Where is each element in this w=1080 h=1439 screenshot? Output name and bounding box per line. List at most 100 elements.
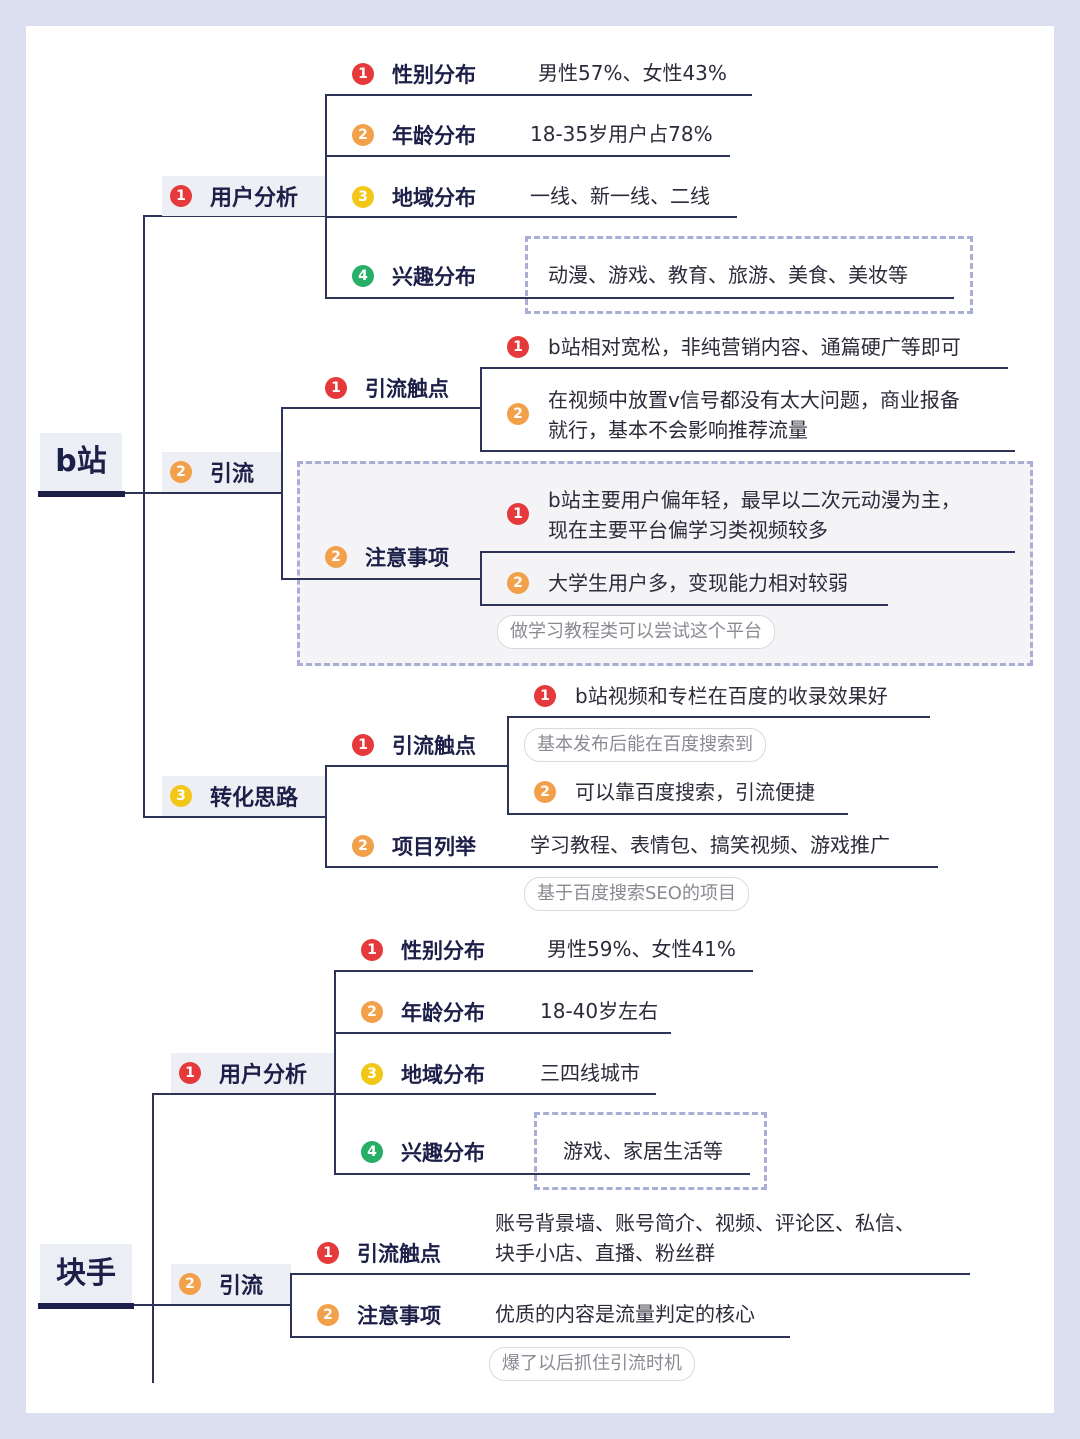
leaf-traffic-touch-1: 1 [507,332,547,362]
node-traffic-touch: 1 引流触点 [325,372,449,404]
leaf-label: 年龄分布 [401,1001,485,1025]
leaf-notes-2: 2 [507,568,547,598]
number-badge: 2 [352,124,374,146]
connector [281,407,283,579]
node-label: 注意事项 [357,1304,441,1328]
branch-convert: 3 转化思路 [162,776,326,816]
number-badge: 2 [317,1304,339,1326]
number-badge: 2 [352,835,374,857]
branch-label: 引流 [219,1274,264,1299]
number-badge: 1 [507,503,529,525]
leaf-label: 性别分布 [392,63,476,87]
leaf-value: 男性59%、女性41% [547,937,736,961]
connector [480,604,888,606]
root-node-kuaishou: 块手 [40,1244,132,1304]
connector [143,816,327,818]
leaf-label: 兴趣分布 [401,1141,485,1165]
leaf-label: 兴趣分布 [392,265,476,289]
leaf-value: 可以靠百度搜索，引流便捷 [575,780,815,804]
number-badge: 1 [352,734,374,756]
number-badge: 3 [170,785,192,807]
mindmap-card [26,26,1054,1413]
leaf-value: b站相对宽松，非纯营销内容、通篇硬广等即可 [548,335,961,359]
connector [480,367,1008,369]
connector [125,492,145,494]
connector [507,813,848,815]
number-badge: 1 [179,1062,201,1084]
highlight-box [525,236,973,314]
leaf-value: 一线、新一线、二线 [530,184,710,208]
connector [334,970,753,972]
number-badge: 1 [170,185,192,207]
connector [507,716,930,718]
leaf-value: b站视频和专栏在百度的收录效果好 [575,684,888,708]
connector [134,1304,154,1306]
number-badge: 3 [361,1063,383,1085]
leaf-label: 年龄分布 [392,124,476,148]
highlight-box [534,1112,767,1190]
leaf-age: 2 年龄分布 [352,119,476,151]
connector [325,216,737,218]
leaf-value: 大学生用户多，变现能力相对较弱 [548,571,848,595]
connector [325,765,509,767]
connector [325,94,752,96]
connector [152,1304,292,1306]
number-badge: 1 [534,685,556,707]
number-badge: 1 [317,1242,339,1264]
node-label: 引流触点 [357,1242,441,1266]
connector [290,1336,790,1338]
leaf-region: 3 地域分布 [352,181,476,213]
connector [143,492,283,494]
branch-traffic: 2 引流 [171,1264,291,1304]
number-badge: 2 [534,781,556,803]
connector [290,1273,970,1275]
leaf-convert-touch-1: 1 [534,681,574,711]
number-badge: 2 [507,572,529,594]
leaf-value: 账号背景墙、账号简介、视频、评论区、私信、 [495,1211,915,1235]
branch-label: 用户分析 [210,186,299,211]
node-traffic-touch: 1 引流触点 [317,1237,441,1269]
connector [325,866,938,868]
number-badge: 2 [170,461,192,483]
connector [325,155,730,157]
connector [334,970,336,1174]
node-label: 注意事项 [365,546,449,570]
leaf-gender: 1 性别分布 [361,934,485,966]
number-badge: 3 [352,186,374,208]
leaf-value: 就行，基本不会影响推荐流量 [548,418,808,442]
leaf-value: 18-40岁左右 [540,999,659,1023]
leaf-region: 3 地域分布 [361,1058,485,1090]
leaf-value: 学习教程、表情包、搞笑视频、游戏推广 [530,833,890,857]
connector [480,551,1015,553]
node-label: 引流触点 [392,734,476,758]
connector [334,1093,656,1095]
number-badge: 2 [507,403,529,425]
leaf-notes-1: 1 [507,499,547,529]
leaf-value: 游戏、家居生活等 [563,1139,723,1163]
branch-traffic: 2 引流 [162,452,282,492]
connector [152,1093,336,1095]
note-bubble: 基本发布后能在百度搜索到 [524,728,766,762]
connector [281,578,482,580]
leaf-label: 性别分布 [401,939,485,963]
connector [480,367,482,451]
connector [290,1273,292,1337]
number-badge: 1 [361,939,383,961]
number-badge: 4 [361,1141,383,1163]
note-bubble: 基于百度搜索SEO的项目 [524,877,749,911]
root-underline [38,491,125,497]
leaf-label: 地域分布 [401,1063,485,1087]
connector [325,94,327,298]
leaf-value: 块手小店、直播、粉丝群 [495,1241,715,1265]
node-label: 引流触点 [365,377,449,401]
leaf-label: 地域分布 [392,186,476,210]
number-badge: 2 [325,546,347,568]
note-bubble: 爆了以后抓住引流时机 [489,1347,695,1381]
node-notes: 2 注意事项 [317,1299,441,1331]
leaf-value: 18-35岁用户占78% [530,122,713,146]
leaf-age: 2 年龄分布 [361,996,485,1028]
number-badge: 2 [179,1273,201,1295]
note-bubble: 做学习教程类可以尝试这个平台 [497,615,775,649]
leaf-value: 动漫、游戏、教育、旅游、美食、美妆等 [548,263,908,287]
number-badge: 1 [352,63,374,85]
